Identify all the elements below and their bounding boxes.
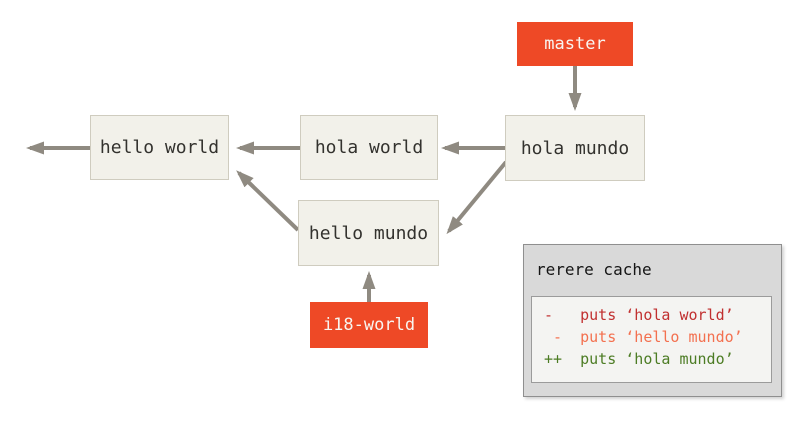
- diff-line-added: ++ puts ‘hola mundo’: [544, 350, 734, 368]
- diff-line-removed-theirs: - puts ‘hello mundo’: [544, 328, 743, 346]
- commit-label: hola mundo: [520, 137, 630, 159]
- branch-label-text: i18-world: [322, 315, 416, 335]
- diff-line-removed-ours: - puts ‘hola world’: [544, 306, 734, 324]
- arrow-hola-mundo-to-hello-mundo: [446, 160, 508, 235]
- rerere-cache-panel: rerere cache - puts ‘hola world’ - puts …: [523, 244, 782, 397]
- arrow-hello-mundo-to-hello-world: [236, 170, 300, 232]
- commit-hello-world: hello world: [90, 115, 229, 180]
- commit-hello-mundo: hello mundo: [298, 200, 439, 266]
- commit-label: hola world: [314, 137, 424, 158]
- branch-label-i18-world: i18-world: [310, 302, 428, 348]
- branch-label-master: master: [517, 22, 633, 66]
- rerere-diff-box: - puts ‘hola world’ - puts ‘hello mundo’…: [531, 296, 772, 383]
- branch-label-text: master: [544, 34, 606, 54]
- commit-hola-world: hola world: [300, 115, 438, 180]
- commit-label: hello mundo: [308, 222, 429, 244]
- commit-hola-mundo: hola mundo: [505, 115, 645, 181]
- rerere-cache-title: rerere cache: [536, 260, 652, 279]
- commit-label: hello world: [99, 137, 220, 158]
